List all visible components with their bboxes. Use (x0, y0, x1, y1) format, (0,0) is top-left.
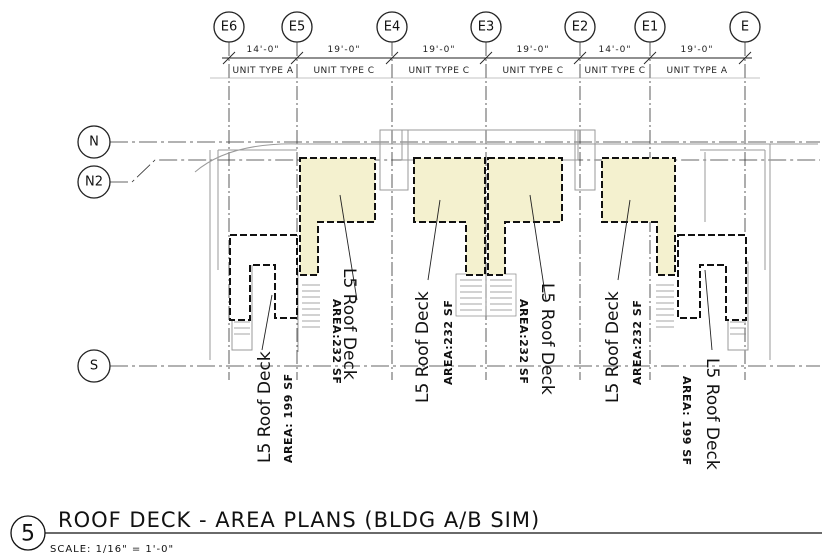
dimension-label: 19'-0" (516, 45, 549, 55)
row-grid-bubbles (77, 125, 111, 383)
grid-label-e1: E1 (642, 20, 659, 35)
deck-area-shape (677, 234, 747, 321)
deck-name: L5 Roof Deck (603, 291, 623, 403)
grid-label-n: N (89, 135, 99, 150)
unit-type-label: UNIT TYPE C (584, 66, 645, 76)
grid-label-e: E (741, 20, 749, 35)
deck-area-shape (229, 234, 298, 321)
deck-area-shape (487, 157, 563, 276)
column-grid-bubbles (213, 11, 761, 43)
unit-type-label: UNIT TYPE A (667, 66, 728, 76)
deck-label-6: L5 Roof Deck AREA: 199 SF (680, 358, 722, 470)
dimension-label: 14'-0" (246, 45, 279, 55)
drawing-scale: SCALE: 1/16" = 1'-0" (50, 544, 174, 555)
deck-label-4: L5 Roof Deck AREA:232 SF (517, 283, 557, 395)
deck-label-5: L5 Roof Deck AREA:232 SF (603, 291, 644, 403)
unit-type-label: UNIT TYPE C (502, 66, 563, 76)
deck-name: L5 Roof Deck (537, 283, 557, 395)
deck-area-shape (601, 157, 676, 276)
deck-area-value: AREA:232 SF (517, 299, 530, 384)
deck-area-shape (413, 157, 486, 276)
deck-name: L5 Roof Deck (339, 268, 359, 380)
deck-name: L5 Roof Deck (255, 351, 275, 463)
unit-type-label: UNIT TYPE C (408, 66, 469, 76)
grid-label-e5: E5 (289, 20, 306, 35)
unit-type-label: UNIT TYPE C (313, 66, 374, 76)
grid-label-e6: E6 (221, 20, 238, 35)
deck-area-shape (299, 157, 376, 276)
unit-type-label: UNIT TYPE A (233, 66, 294, 76)
deck-name: L5 Roof Deck (702, 358, 722, 470)
leader-lines (261, 194, 713, 351)
deck-area-value: AREA: 199 SF (282, 373, 295, 463)
drawing-title: ROOF DECK - AREA PLANS (BLDG A/B SIM) (58, 508, 540, 532)
deck-label-3: L5 Roof Deck AREA:232 SF (413, 291, 455, 403)
grid-label-e2: E2 (572, 20, 589, 35)
dimension-label: 19'-0" (422, 45, 455, 55)
deck-name: L5 Roof Deck (413, 291, 433, 403)
drawing-title-block: 5 ROOF DECK - AREA PLANS (BLDG A/B SIM) … (10, 508, 822, 555)
dimension-label: 19'-0" (327, 45, 360, 55)
roof-deck-areas (229, 157, 747, 321)
grid-label-e3: E3 (478, 20, 495, 35)
drawing-number: 5 (21, 522, 35, 547)
grid-label-e4: E4 (384, 20, 401, 35)
deck-area-value: AREA:232 SF (442, 300, 455, 385)
deck-label-1: L5 Roof Deck AREA: 199 SF (255, 351, 295, 463)
stairs (234, 267, 746, 335)
dimension-label: 14'-0" (598, 45, 631, 55)
grid-label-s: S (90, 359, 98, 374)
column-grid-lines (228, 42, 746, 380)
grid-label-n2: N2 (85, 175, 103, 190)
deck-label-2: L5 Roof Deck AREA:232 SF (330, 268, 359, 384)
dimension-string (210, 51, 760, 79)
deck-area-value: AREA:232 SF (631, 300, 644, 385)
deck-area-value: AREA: 199 SF (680, 376, 693, 466)
dimension-label: 19'-0" (680, 45, 713, 55)
deck-area-value: AREA:232 SF (330, 299, 343, 384)
